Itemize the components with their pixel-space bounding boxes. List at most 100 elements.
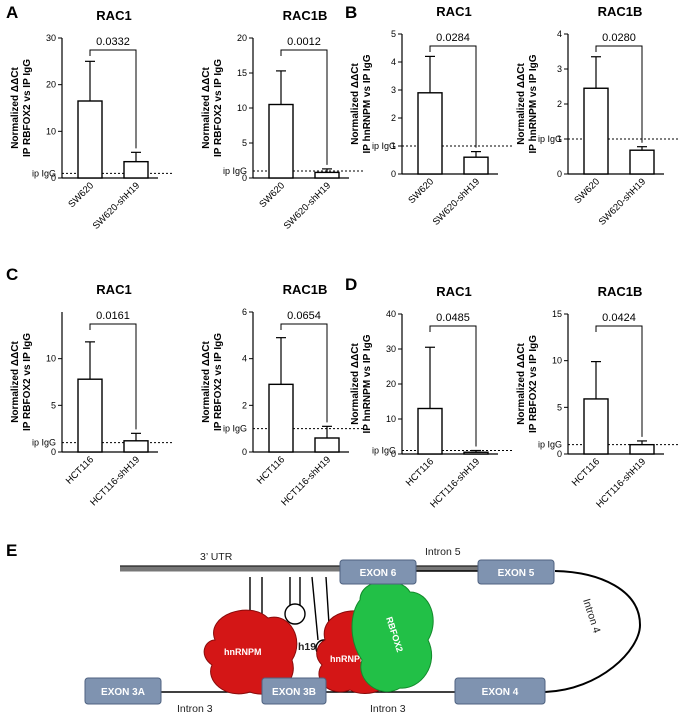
bar xyxy=(268,103,294,179)
y-axis-label: Normalized ΔΔCt xyxy=(10,341,21,423)
p-value-label: 0.0280 xyxy=(602,32,636,44)
bar xyxy=(314,171,340,179)
x-category-label: SW620 xyxy=(572,176,602,206)
exon-3b xyxy=(261,677,327,705)
ip-igg-label: ip IgG xyxy=(32,168,56,178)
y-tick-label: 0 xyxy=(391,169,396,179)
hnrnpm-label-2: hnRNPM xyxy=(330,654,368,664)
significance-bracket xyxy=(89,323,137,430)
y-axis-label: IP RBFOX2 vs IP IgG xyxy=(213,333,224,431)
x-category-label: HCT116 xyxy=(404,456,436,488)
bar xyxy=(314,437,340,453)
bar xyxy=(583,87,609,175)
y-tick-label: 4 xyxy=(557,29,562,39)
y-tick-label: 1 xyxy=(557,134,562,144)
y-tick-label: 3 xyxy=(557,64,562,74)
chart-title: RAC1 xyxy=(96,8,131,23)
y-axis-label: Normalized ΔΔCt xyxy=(516,343,527,425)
ip-igg-label: ip IgG xyxy=(372,141,396,151)
y-tick-label: 10 xyxy=(237,103,247,113)
y-axis-label: IP hnRNPM vs IP IgG xyxy=(362,54,373,153)
y-tick-label: 5 xyxy=(557,402,562,412)
y-tick-label: 10 xyxy=(386,414,396,424)
y-axis-label: Normalized ΔΔCt xyxy=(10,67,21,149)
chart-title: RAC1B xyxy=(598,4,643,19)
p-value-label: 0.0485 xyxy=(436,312,470,324)
exon-6 xyxy=(339,559,417,585)
p-value-label: 0.0284 xyxy=(436,32,470,44)
utr-label: 3’ UTR xyxy=(200,551,233,563)
y-axis-label: Normalized ΔΔCt xyxy=(201,341,212,423)
y-tick-label: 1 xyxy=(391,141,396,151)
stem-loop-2 xyxy=(289,577,301,605)
ip-igg-label: ip IgG xyxy=(538,440,562,450)
y-tick-label: 0 xyxy=(557,169,562,179)
p-value-label: 0.0424 xyxy=(602,312,636,324)
y-tick-label: 2 xyxy=(242,400,247,410)
y-axis-label: IP RBFOX2 vs IP IgG xyxy=(22,333,33,431)
intron4-label: Intron 4 xyxy=(580,597,602,635)
y-axis-label: Normalized ΔΔCt xyxy=(350,63,361,145)
chart-title: RAC1B xyxy=(283,282,328,297)
exon-5-label: EXON 5 xyxy=(498,568,535,579)
ip-igg-label: ip IgG xyxy=(223,424,247,434)
y-tick-label: 0 xyxy=(51,447,56,457)
exon-4-label: EXON 4 xyxy=(482,687,519,698)
exon-4 xyxy=(454,677,546,705)
x-category-label: HCT116 xyxy=(255,454,287,486)
chart-title: RAC1B xyxy=(283,8,328,23)
chart-title: RAC1 xyxy=(96,282,131,297)
y-axis-label: Normalized ΔΔCt xyxy=(201,67,212,149)
x-category-label: SW620-shH19 xyxy=(431,176,482,227)
significance-bracket xyxy=(429,45,477,148)
y-tick-label: 10 xyxy=(46,126,56,136)
x-category-label: SW620-shH19 xyxy=(91,180,142,231)
chart-title: RAC1 xyxy=(436,284,471,299)
y-tick-label: 5 xyxy=(391,29,396,39)
bar xyxy=(77,100,103,179)
stem-loop-2-head xyxy=(284,603,306,625)
y-tick-label: 3 xyxy=(391,85,396,95)
splicing-diagram: hnRNPM hnRNPM RBFOX2 EXON 3A EXON 3B EXO… xyxy=(84,546,642,715)
y-axis-label: IP RBFOX2 vs IP IgG xyxy=(528,335,539,433)
ip-igg-label: ip IgG xyxy=(223,166,247,176)
ip-igg-label: ip IgG xyxy=(372,446,396,456)
chart-title: RAC1 xyxy=(436,4,471,19)
p-value-label: 0.0161 xyxy=(96,310,130,322)
y-tick-label: 5 xyxy=(242,138,247,148)
panel-letter-c: C xyxy=(6,265,18,284)
x-category-label: SW620 xyxy=(406,176,436,206)
rbfox2-blob xyxy=(351,580,434,693)
bar xyxy=(417,92,443,175)
bar xyxy=(629,149,655,175)
y-tick-label: 4 xyxy=(242,354,247,364)
panel-letter-b: B xyxy=(345,3,357,22)
ip-igg-label: ip IgG xyxy=(538,134,562,144)
significance-bracket xyxy=(595,325,643,437)
h19-label: h19 xyxy=(298,641,316,653)
p-value-label: 0.0654 xyxy=(287,310,321,322)
panel-letter-a: A xyxy=(6,3,18,22)
bar xyxy=(463,451,489,455)
x-category-label: SW620-shH19 xyxy=(282,180,333,231)
exon-6-label: EXON 6 xyxy=(360,568,397,579)
x-category-label: HCT116-shH19 xyxy=(594,456,648,510)
y-tick-label: 0 xyxy=(242,447,247,457)
x-category-label: HCT116-shH19 xyxy=(88,454,142,508)
significance-bracket xyxy=(280,323,328,423)
x-category-label: SW620-shH19 xyxy=(597,176,648,227)
y-tick-label: 6 xyxy=(242,307,247,317)
y-tick-label: 2 xyxy=(391,113,396,123)
y-tick-label: 5 xyxy=(51,400,56,410)
y-tick-label: 30 xyxy=(46,33,56,43)
intron3-label-right: Intron 3 xyxy=(370,703,406,715)
y-tick-label: 20 xyxy=(237,33,247,43)
bar xyxy=(123,160,149,179)
bar xyxy=(629,443,655,455)
